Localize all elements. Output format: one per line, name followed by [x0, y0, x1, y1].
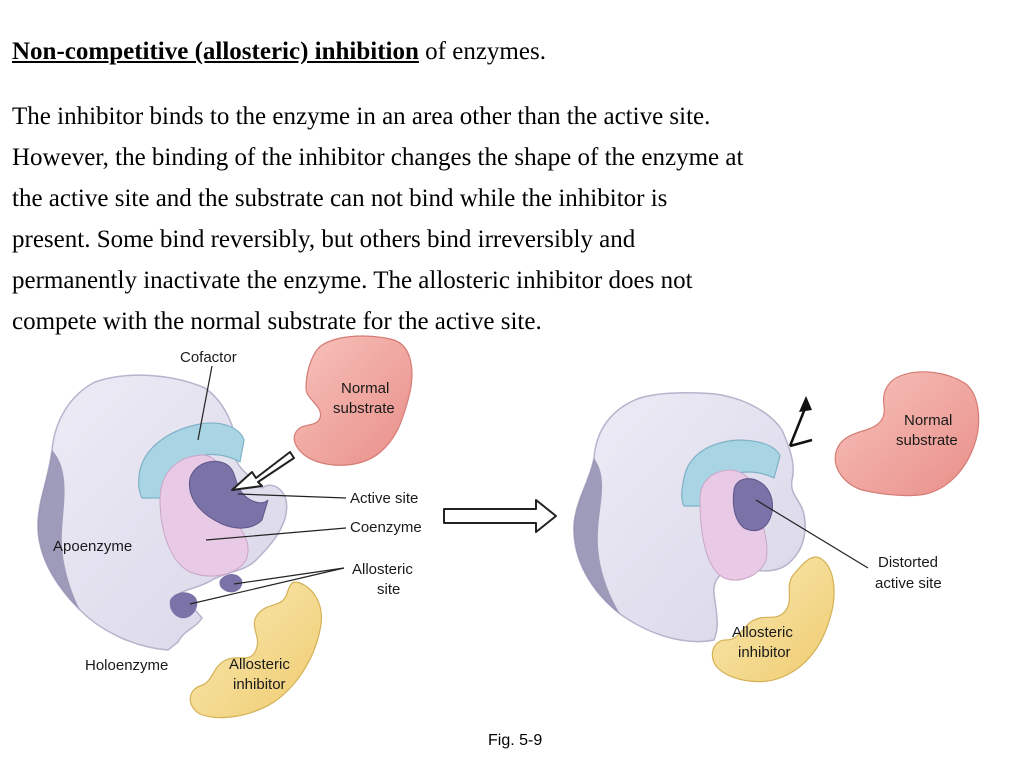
rejection-arrow [788, 405, 813, 448]
paragraph-line: present. Some bind reversibly, but other… [12, 226, 636, 253]
label-apoenzyme: Apoenzyme [53, 538, 132, 555]
label-holoenzyme: Holoenzyme [85, 657, 168, 674]
binding-arrow [231, 451, 295, 491]
description-paragraph: The inhibitor binds to the enzyme in an … [12, 96, 1017, 342]
label-cofactor: Cofactor [180, 349, 237, 366]
label-allosteric-site-2: site [377, 581, 400, 598]
label-normal-substrate-r1: Normal [904, 412, 952, 429]
normal-substrate-shape [293, 335, 413, 466]
paragraph-line: The inhibitor binds to the enzyme in an … [12, 103, 711, 130]
label-normal-substrate-2: substrate [333, 400, 395, 417]
paragraph-line: permanently inactivate the enzyme. The a… [12, 267, 693, 294]
paragraph-line: However, the binding of the inhibitor ch… [12, 144, 744, 171]
label-allosteric-inhibitor-r2: inhibitor [738, 644, 791, 661]
label-normal-substrate-1: Normal [341, 380, 389, 397]
page-title: Non-competitive (allosteric) inhibition … [12, 34, 546, 70]
title-bold: Non-competitive (allosteric) inhibition [12, 38, 419, 65]
title-rest: of enzymes. [418, 38, 546, 65]
rejection-arrowhead [799, 396, 812, 412]
normal-substrate-shape [834, 371, 980, 497]
paragraph-line: the active site and the substrate can no… [12, 185, 668, 212]
active-site-shape [188, 460, 269, 529]
allosteric-inhibitor-shape [189, 581, 322, 719]
transition-arrow [443, 499, 557, 533]
distorted-active-site-shape [732, 478, 773, 532]
figure-caption: Fig. 5-9 [488, 732, 543, 749]
allosteric-site-shape [219, 574, 243, 593]
label-normal-substrate-r2: substrate [896, 432, 958, 449]
label-coenzyme: Coenzyme [350, 519, 422, 536]
leader-lines-left [189, 365, 347, 605]
label-allosteric-inhibitor-2: inhibitor [233, 676, 286, 693]
label-distorted-2: active site [875, 575, 942, 592]
allosteric-inhibitor-shape [711, 556, 835, 683]
label-allosteric-site-1: Allosteric [352, 561, 413, 578]
label-allosteric-inhibitor-1: Allosteric [229, 656, 290, 673]
paragraph-line: compete with the normal substrate for th… [12, 308, 542, 335]
label-distorted-1: Distorted [878, 554, 938, 571]
allosteric-site-shape [169, 592, 198, 619]
label-active-site: Active site [350, 490, 418, 507]
label-allosteric-inhibitor-r1: Allosteric [732, 624, 793, 641]
leader-line-distorted [755, 499, 869, 569]
